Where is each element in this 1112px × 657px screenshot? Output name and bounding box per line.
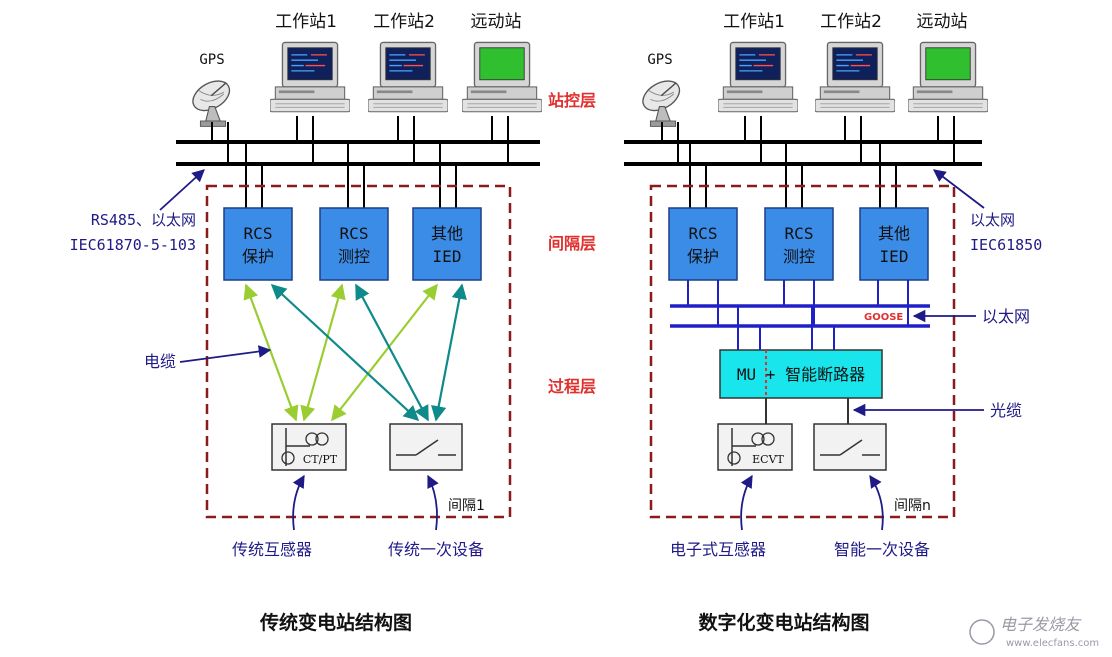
ecvt-device: ECVT <box>717 423 793 471</box>
ied-measure-box: RCS 测控 <box>319 207 389 281</box>
ied-measure-line2: 测控 <box>338 247 370 266</box>
gps-satellite-dish-icon <box>187 76 236 128</box>
cable-note-arrow <box>179 345 272 363</box>
gps-satellite-dish-icon <box>637 76 686 128</box>
watermark-text: 电子发烧友 <box>1000 615 1082 634</box>
bus-note-line2: IEC61870-5-103 <box>70 236 196 254</box>
workstation2-label: 工作站2 <box>373 12 435 32</box>
layer-station-control: 站控层 <box>548 91 596 110</box>
right-diagram-title: 数字化变电站结构图 <box>698 611 869 634</box>
ied-other-line2: IED <box>433 247 462 266</box>
device-caption-arrow <box>427 474 439 531</box>
ied-protect-line1: RCS <box>244 224 273 243</box>
workstation1-label: 工作站1 <box>723 12 785 32</box>
workstation2-computer-icon <box>815 41 895 113</box>
gps-label: GPS <box>647 52 672 68</box>
ied-protect-line1: RCS <box>689 224 718 243</box>
ied-protect-box: RCS 保护 <box>223 207 293 281</box>
ethernet-note: 以太网 <box>982 307 1030 326</box>
layer-bay: 间隔层 <box>548 234 596 253</box>
bay-label: 间隔1 <box>448 498 485 514</box>
ied-other-box: 其他 IED <box>859 207 929 281</box>
gps-label: GPS <box>199 52 224 68</box>
bus-note-line2: IEC61850 <box>970 236 1042 254</box>
sensor-caption-arrow <box>740 474 753 531</box>
device-caption: 传统一次设备 <box>388 540 484 559</box>
watermark-logo-icon <box>969 619 995 645</box>
remote-station-label: 远动站 <box>917 12 968 32</box>
device-caption: 智能一次设备 <box>834 540 930 559</box>
ied-measure-box: RCS 测控 <box>764 207 834 281</box>
sensor-caption: 传统互感器 <box>232 540 312 559</box>
ied-other-box: 其他 IED <box>412 207 482 281</box>
workstation1-computer-icon <box>270 41 350 113</box>
workstation1-label: 工作站1 <box>275 12 337 32</box>
digital-substation-diagram: GPS 工作站1 工作站2 远动站 间隔n RCS 保护 RCS <box>624 12 1042 634</box>
bay-label: 间隔n <box>894 498 931 514</box>
ied-other-line2: IED <box>880 247 909 266</box>
ied-measure-line2: 测控 <box>783 247 815 266</box>
station-bus-drops <box>211 116 509 208</box>
left-diagram-title: 传统变电站结构图 <box>259 611 412 634</box>
remote-station-computer-icon <box>462 41 542 113</box>
device-caption-arrow <box>869 474 884 531</box>
bay-boundary <box>205 184 512 519</box>
ied-other-line1: 其他 <box>431 224 463 243</box>
ied-other-line1: 其他 <box>878 224 910 243</box>
workstation1-computer-icon <box>718 41 798 113</box>
sensor-caption: 电子式互感器 <box>670 540 766 559</box>
cable-note: 电缆 <box>144 352 176 371</box>
mu-breaker-box: MU + 智能断路器 <box>719 349 883 399</box>
bus-note-arrow <box>159 169 205 211</box>
process-ethernet-bus <box>670 280 930 350</box>
ecvt-label: ECVT <box>752 453 784 466</box>
remote-station-label: 远动站 <box>471 12 522 32</box>
workstation2-computer-icon <box>368 41 448 113</box>
traditional-substation-diagram: GPS 工作站1 工作站2 远动站 间隔1 RCS 保护 RCS <box>70 12 596 634</box>
primary-switch-device <box>389 423 463 471</box>
ctpt-label: CT/PT <box>303 453 338 466</box>
goose-label: GOOSE <box>864 312 903 323</box>
bay-boundary <box>649 184 956 519</box>
watermark: 电子发烧友 www.elecfans.com <box>969 615 1099 649</box>
ied-measure-line1: RCS <box>785 224 814 243</box>
mu-breaker-label: MU + 智能断路器 <box>737 365 865 384</box>
bus-note-line1: 以太网 <box>970 211 1015 229</box>
ied-protect-line2: 保护 <box>687 247 719 266</box>
ied-protect-line2: 保护 <box>242 247 274 266</box>
cable-arrows <box>243 283 467 422</box>
ied-measure-line1: RCS <box>340 224 369 243</box>
ied-protect-box: RCS 保护 <box>668 207 738 281</box>
smart-switch-device <box>813 423 887 471</box>
sensor-caption-arrow <box>292 474 305 531</box>
remote-station-computer-icon <box>908 41 988 113</box>
layer-process: 过程层 <box>548 377 596 396</box>
ctpt-device: CT/PT <box>271 423 347 471</box>
fiber-note: 光缆 <box>990 401 1022 420</box>
bus-note-line1: RS485、以太网 <box>91 211 196 229</box>
workstation2-label: 工作站2 <box>820 12 882 32</box>
watermark-url: www.elecfans.com <box>1006 638 1099 649</box>
bus-note-arrow <box>932 169 985 209</box>
